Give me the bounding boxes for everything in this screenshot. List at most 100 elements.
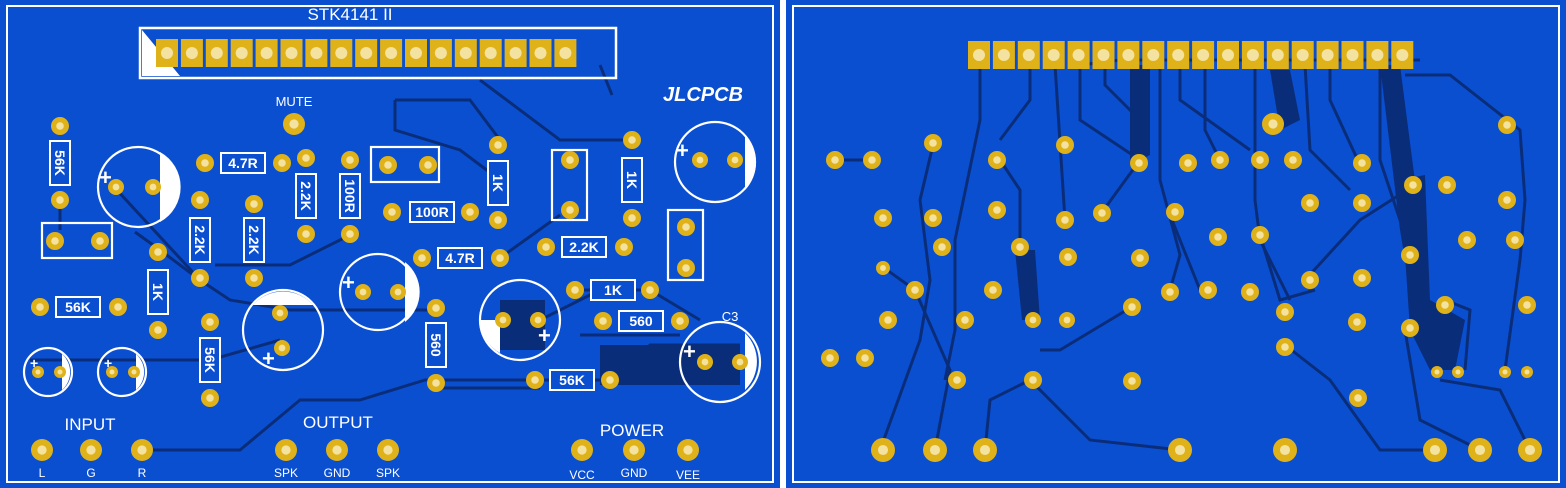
front-pad [413,249,431,267]
resistor-r100r-b: 100R [409,201,455,223]
resistor-value-label: 2.2K [298,181,314,211]
back-pad [1011,238,1029,256]
front-pad [51,117,69,135]
front-header-pin [554,39,577,67]
cap-small-1 [22,346,74,398]
front-pad [149,243,167,261]
back-pad [1436,296,1454,314]
back-pad [988,151,1006,169]
front-pad [427,374,445,392]
back-header-pin [1167,41,1190,69]
chip-header-outline [138,26,618,80]
front-pad [196,154,214,172]
resistor-r56k-a: 56K [49,140,71,186]
resistor-r100r-a: 100R [339,173,361,219]
front-pad [623,209,641,227]
back-pad [1056,136,1074,154]
front-pad [526,371,544,389]
front-pad [201,389,219,407]
back-pad [1438,176,1456,194]
back-pads [821,113,1542,462]
front-pad [297,225,315,243]
svg-text:+: + [342,270,355,295]
front-pad [641,281,659,299]
resistor-r1k-c: 1K [147,269,169,315]
back-pad [1506,231,1524,249]
resistor-r1k-b: 1K [621,157,643,203]
resistor-value-label: 1K [150,283,166,301]
front-pad [275,439,297,461]
jumper-outline-4 [666,208,705,282]
back-pad [1431,366,1443,378]
front-pad [727,152,743,168]
back-header-pin [1192,41,1215,69]
resistor-value-label: 1K [490,174,506,192]
mute-label: MUTE [276,94,313,109]
front-pad [109,298,127,316]
front-pad [245,269,263,287]
front-pad [355,284,371,300]
back-pad [1199,281,1217,299]
resistor-value-label: 2.2K [192,225,208,255]
front-board-outline [6,5,774,483]
back-pad [933,238,951,256]
front-pad [677,259,695,277]
cap-c3 [678,320,762,404]
back-pad [1161,283,1179,301]
back-pad [1211,151,1229,169]
resistor-value-label: 100R [415,204,448,220]
front-header-pins [156,39,577,67]
back-pad [1276,338,1294,356]
front-pad [149,321,167,339]
front-header-pin [255,39,278,67]
back-pad [906,281,924,299]
pin-label-vee: VEE [676,468,700,482]
front-header-pin [429,39,452,67]
back-pad [826,151,844,169]
resistor-r56k-c: 56K [199,337,221,383]
back-pad [863,151,881,169]
front-pad [677,439,699,461]
pin-label-g: G [86,466,95,480]
pin-label-gnd: GND [324,466,351,480]
back-board-outline [792,5,1560,483]
front-pad [537,238,555,256]
resistor-value-label: 2.2K [569,239,599,255]
back-pad [1276,303,1294,321]
back-header-pin [1217,41,1239,69]
back-pad [876,261,890,275]
back-header-pin [1391,41,1414,69]
back-header-pin [1241,41,1264,69]
front-board: STK4141 II JLCPCB MUTE INPUT OUTPUT POWE… [0,0,780,488]
back-pad [874,209,892,227]
back-pad [1130,154,1148,172]
back-pad [1059,312,1075,328]
back-pad [1498,191,1516,209]
back-pad [1209,228,1227,246]
resistor-r22k-c: 2.2K [243,217,265,263]
front-pad [128,366,140,378]
front-header-pin [305,39,328,67]
back-header-pin [1092,41,1115,69]
back-header-pins [968,41,1414,69]
back-pad [1093,204,1111,222]
front-header-pin [156,39,178,67]
resistor-value-label: 2.2K [246,225,262,255]
front-board-substrate [0,0,780,488]
back-pad [1059,248,1077,266]
output-label: OUTPUT [303,413,373,432]
svg-text:+: + [104,355,112,371]
front-pad [601,371,619,389]
back-pad [1468,438,1492,462]
back-pad [1353,194,1371,212]
front-pad [623,131,641,149]
resistor-value-label: 56K [52,150,68,176]
pin-label-l: L [39,466,46,480]
pin-label-vcc: VCC [569,468,595,482]
front-pad [297,149,315,167]
brand-logo: JLCPCB [663,84,743,106]
front-pad [594,312,612,330]
front-header-pin [529,39,552,67]
front-pad [623,439,645,461]
